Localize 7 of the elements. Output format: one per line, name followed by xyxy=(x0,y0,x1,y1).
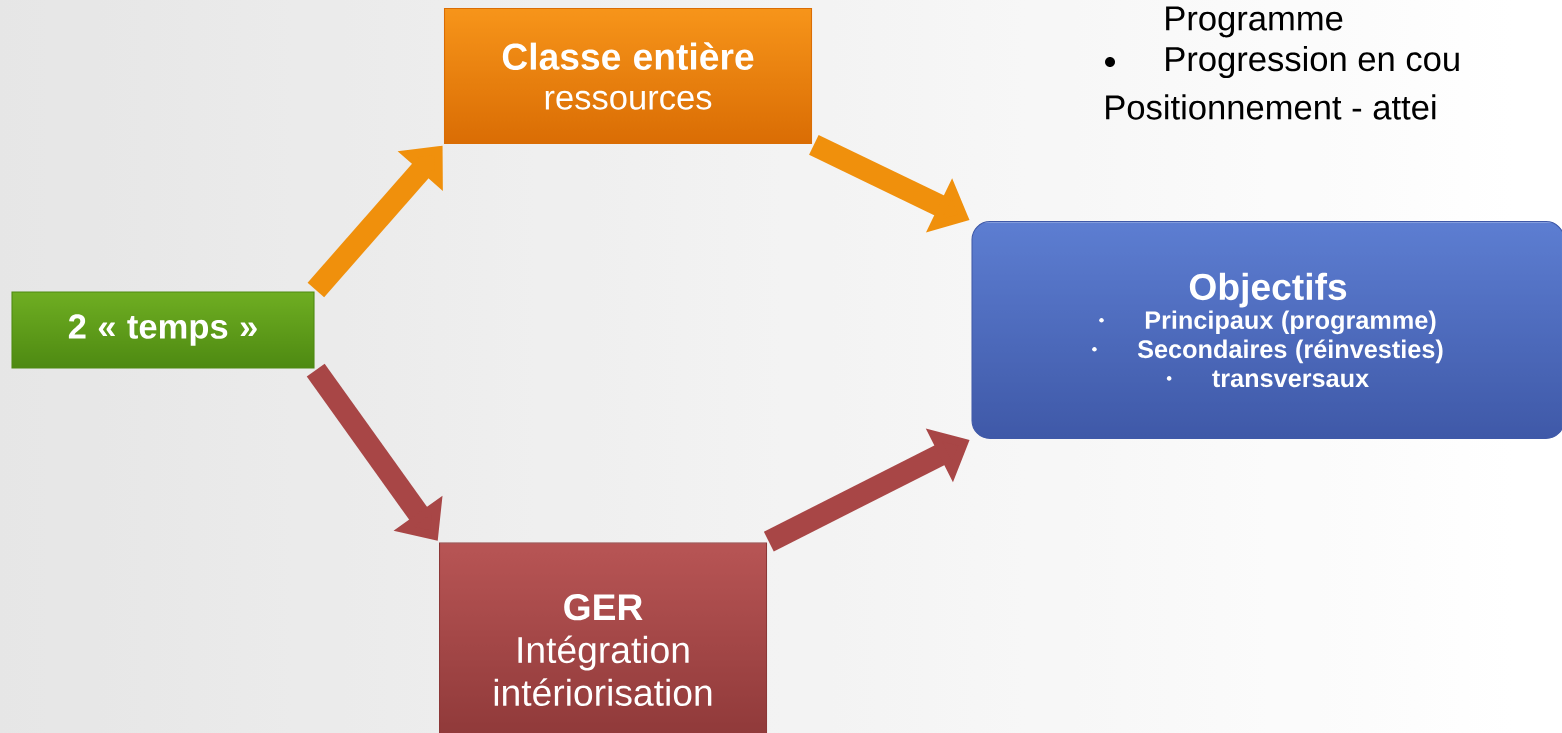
box: GER Intégration intériorisation xyxy=(439,542,768,733)
box: Objectifs Principaux (programme) Secondaires (réinvesties) transversaux xyxy=(971,220,1562,440)
note-text: Positionnement - attei xyxy=(1106,94,1436,120)
box: Classe entière ressources xyxy=(443,7,813,145)
box: 2 « temps » xyxy=(11,291,315,369)
note-text: Progression en cou xyxy=(1166,45,1459,79)
note-text: Programme xyxy=(1166,6,1343,38)
